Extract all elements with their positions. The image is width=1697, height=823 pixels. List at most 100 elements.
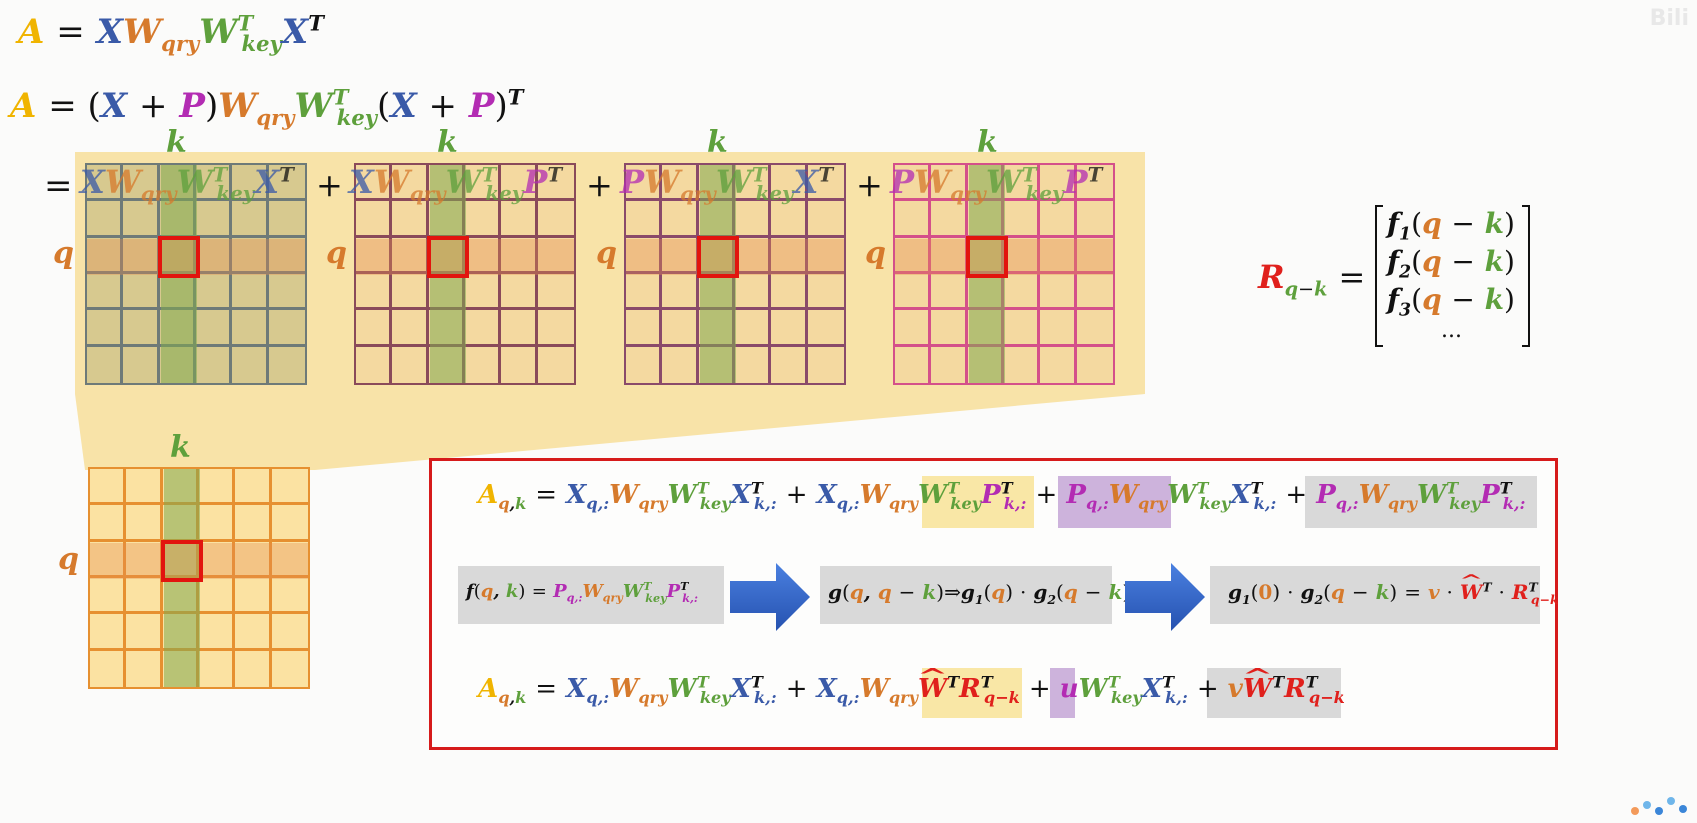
plus-3: + (856, 166, 883, 204)
matrix-cell (235, 541, 272, 578)
matrix-cell (392, 273, 429, 311)
matrix-cell (626, 346, 663, 383)
selected-cell-qk (160, 539, 204, 583)
matrix-cell (356, 346, 393, 383)
selected-cell-qk (157, 235, 201, 279)
q-row-highlight (895, 238, 1113, 275)
matrix-cell (90, 577, 127, 615)
matrix-cell (392, 165, 429, 202)
matrix-cell (1040, 165, 1077, 202)
matrix-cell (271, 614, 308, 651)
matrix-cell (626, 165, 663, 202)
matrix-cell (501, 237, 538, 274)
matrix-cell (123, 346, 160, 383)
matrix-cell (662, 273, 699, 311)
matrix-cell (356, 237, 393, 274)
arrow-right-1 (730, 563, 810, 631)
matrix-cell (195, 273, 233, 311)
matrix-cell (538, 347, 574, 383)
q-label-1: q (53, 236, 74, 271)
matrix-cell (895, 237, 932, 274)
matrix-cell (895, 201, 932, 238)
matrix-cell (1040, 273, 1077, 311)
matrix-cell (464, 201, 502, 238)
k-column-highlight (164, 469, 201, 687)
f-definition: f(q, k) = Pq,:WqryWTkeyPTk,: (466, 580, 699, 605)
selected-cell-qk (426, 235, 470, 279)
matrix-cell (931, 165, 968, 202)
matrix-cell (195, 165, 233, 202)
matrix-cell (734, 237, 772, 274)
matrix-cell (537, 310, 574, 347)
matrix-cell (268, 274, 305, 311)
r-entry-1: f1(q − k) (1387, 207, 1515, 245)
matrix-cell (87, 273, 124, 311)
matrix-cell (501, 201, 538, 238)
matrix-cell (807, 310, 844, 347)
matrix-cell (268, 310, 305, 347)
q-label-3: q (596, 236, 617, 271)
matrix-cell (126, 614, 163, 651)
matrix-cell (123, 201, 160, 238)
r-vector-label: Rq−k = (1258, 258, 1366, 301)
akq-equation-1: Aq,k = Xq,:WqryWTkeyXTk,: + Xq,:WqryWTke… (478, 478, 1526, 514)
matrix-cell (90, 469, 127, 506)
matrix-cell (1076, 274, 1113, 311)
matrix-cell (392, 346, 429, 383)
matrix-cell (807, 274, 844, 311)
matrix-cell (235, 650, 272, 687)
matrix-cell (232, 237, 269, 274)
matrix-cell (232, 310, 269, 347)
matrix-cell (356, 165, 393, 202)
matrix-cell (771, 237, 808, 274)
matrix-cell (235, 469, 272, 506)
q-label-4: q (865, 236, 886, 271)
matrix-cell (537, 238, 574, 274)
k-column-highlight (700, 165, 737, 383)
matrix-cell (895, 346, 932, 383)
term-3: PWqryWTkeyXT (620, 162, 834, 206)
r-entry-ellipsis: ... (1441, 318, 1462, 343)
decorative-dots (1631, 797, 1687, 815)
matrix-cell (232, 273, 269, 311)
matrix-cell (87, 310, 124, 347)
matrix-cell (195, 201, 233, 238)
matrix-cell (195, 310, 233, 347)
matrix-cell (90, 541, 127, 578)
matrix-cell (931, 201, 968, 238)
matrix-cell (464, 273, 502, 311)
selected-cell-qk (965, 235, 1009, 279)
matrix-cell (126, 469, 163, 506)
matrix-cell (232, 201, 269, 238)
matrix-cell (1076, 165, 1113, 202)
highlight-3 (1305, 476, 1537, 528)
matrix-cell (662, 201, 699, 238)
matrix-cell (356, 273, 393, 311)
matrix-cell (1004, 346, 1041, 383)
k-label-3: k (707, 125, 728, 160)
q-row-highlight (626, 238, 844, 275)
matrix-cell (537, 165, 574, 202)
g-definition: g(q, q − k)⇒g1(q) · g2(q − k) (828, 580, 1130, 607)
matrix-cell (232, 346, 269, 383)
matrix-cell (198, 614, 236, 651)
matrix-cell (662, 165, 699, 202)
matrix-cell (1003, 310, 1041, 347)
matrix-cell (356, 310, 393, 347)
matrix-cell (626, 273, 663, 311)
matrix-cell (662, 346, 699, 383)
k-column-highlight (969, 165, 1006, 383)
highlight-1 (922, 476, 1034, 528)
matrix-cell (771, 165, 808, 202)
left-bracket (1375, 205, 1383, 347)
matrix-cell (1003, 165, 1041, 202)
matrix-cell (1040, 237, 1077, 274)
matrix-cell (807, 201, 844, 238)
matrix-cell (126, 650, 163, 687)
matrix-cell (807, 165, 844, 202)
matrix-cell (90, 614, 127, 651)
matrix-cell (626, 201, 663, 238)
matrix-cell (123, 165, 160, 202)
k-column-highlight (430, 165, 467, 383)
matrix-cell (87, 346, 124, 383)
